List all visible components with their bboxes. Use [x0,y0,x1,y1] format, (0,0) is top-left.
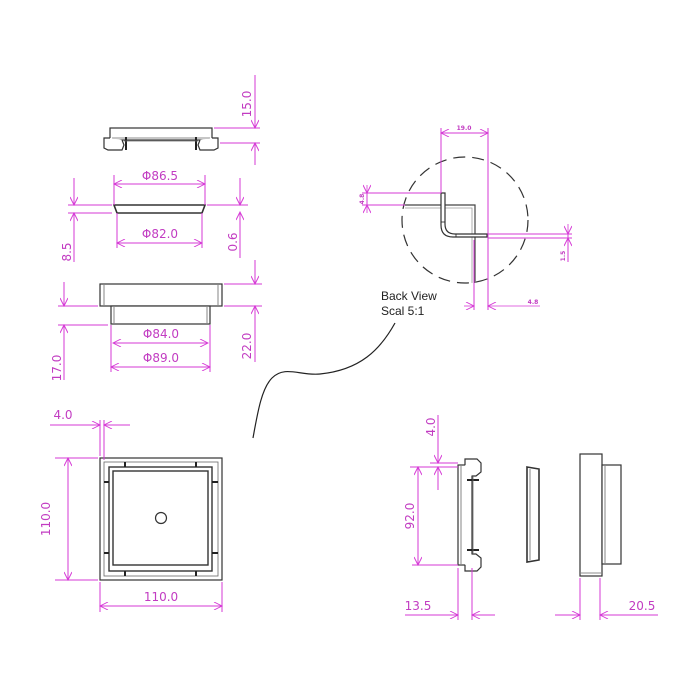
dim-text-17: 17.0 [50,355,64,382]
gasket-side-view [526,466,540,563]
dim-text-86-5: Φ86.5 [142,169,178,183]
back-view-dimensions: 19.0 4.8 1.5 4.8 Back View Scal 5:1 [359,125,572,318]
dim-text-4-8-bottom: 4.8 [528,299,539,306]
body-side-view [99,283,223,325]
plan-view [99,457,223,581]
dim-text-15: 15.0 [240,91,254,118]
dim-text-8-5: 8.5 [60,242,74,261]
dim-text-82: Φ82.0 [142,227,178,241]
dim-text-1-5: 1.5 [560,251,567,262]
gasket-dimensions: Φ86.5 Φ82.0 8.5 0.6 [60,169,248,262]
dim-text-19: 19.0 [457,125,472,132]
dim-text-110-width: 110.0 [144,590,178,604]
detail-leader-line [252,322,396,439]
dim-text-89: Φ89.0 [143,351,179,365]
body-dimensions: Φ84.0 Φ89.0 17.0 22.0 [50,260,262,381]
top-part-height-dimension: 15.0 [214,75,260,165]
dim-text-4-plan: 4.0 [53,408,72,422]
dim-text-13-5: 13.5 [405,599,432,613]
side-section-view [457,458,482,572]
dim-text-92: 92.0 [403,503,417,530]
side-section-dimensions: 4.0 92.0 13.5 [403,415,495,620]
dim-text-110-height: 110.0 [39,502,53,536]
dim-text-84: Φ84.0 [143,327,179,341]
plan-dimensions: 4.0 110.0 110.0 [39,408,222,612]
gasket-view [112,204,207,214]
side-assembly-dimensions: 20.5 [555,578,658,620]
dim-text-0-6: 0.6 [226,232,240,251]
side-assembly-view [579,453,622,577]
back-view-detail [401,156,529,284]
back-view-label: Back View [381,289,437,303]
dim-text-22: 22.0 [240,333,254,360]
dim-text-4-8-left: 4.8 [359,194,366,205]
dim-text-20-5: 20.5 [629,599,656,613]
scale-label: Scal 5:1 [381,304,425,318]
top-part-side-view [103,127,219,151]
dim-text-4-side: 4.0 [424,417,438,436]
